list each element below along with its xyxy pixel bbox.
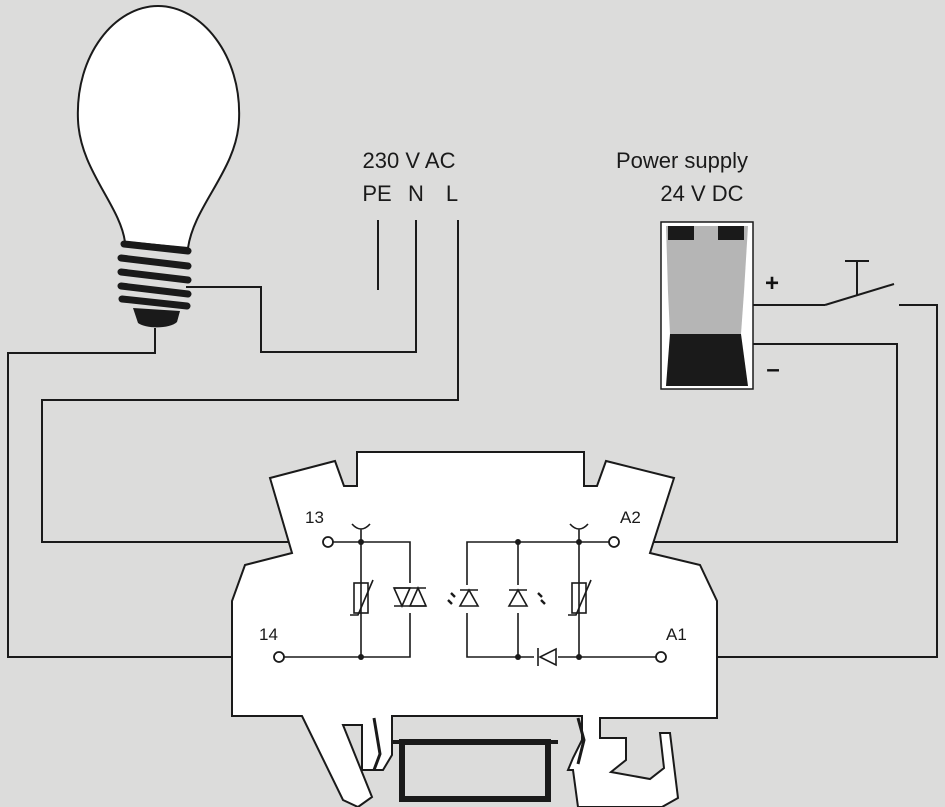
release-latch xyxy=(372,717,382,771)
wire-neutral-to-bulb xyxy=(186,220,417,353)
light-bulb xyxy=(76,4,241,328)
output-circuit xyxy=(284,523,428,660)
protection-diode xyxy=(534,648,558,666)
bulb-glass xyxy=(76,4,241,250)
terminal-pe-label: PE xyxy=(362,181,391,206)
varistor-output xyxy=(353,582,369,614)
terminal-13-label: 13 xyxy=(305,508,324,527)
input-circuit xyxy=(447,523,656,667)
wire-switch-to-a1 xyxy=(665,304,938,658)
power-supply-voltage: 24 V DC xyxy=(660,181,743,206)
bulb-thread xyxy=(117,240,192,310)
wires xyxy=(7,220,938,658)
bulb-contact xyxy=(133,308,180,328)
minus-sign: – xyxy=(766,356,779,383)
power-supply-title: Power supply xyxy=(616,148,748,173)
terminal-l-label: L xyxy=(446,181,458,206)
terminal-a2 xyxy=(608,536,620,548)
terminal-13 xyxy=(322,536,334,548)
terminal-n-label: N xyxy=(408,181,424,206)
terminal-a1-label: A1 xyxy=(666,625,687,644)
mains-voltage-label: 230 V AC xyxy=(363,148,456,173)
relay-housing xyxy=(231,451,718,807)
relay-circuit: 13 14 A2 A1 xyxy=(259,508,687,667)
wire-line-to-terminal-13 xyxy=(41,220,459,543)
push-button-switch xyxy=(824,260,895,306)
terminal-a2-label: A2 xyxy=(620,508,641,527)
varistor-input xyxy=(571,582,587,614)
power-supply-unit xyxy=(660,221,754,390)
plus-sign: + xyxy=(765,270,779,297)
terminal-14-label: 14 xyxy=(259,625,278,644)
terminal-a1 xyxy=(655,651,667,663)
wire-minus-to-a2 xyxy=(620,343,898,543)
relay-module xyxy=(231,451,718,807)
wire-bulb-to-terminal-14 xyxy=(7,328,275,658)
din-rail-clip xyxy=(399,739,551,802)
terminal-14 xyxy=(273,651,285,663)
